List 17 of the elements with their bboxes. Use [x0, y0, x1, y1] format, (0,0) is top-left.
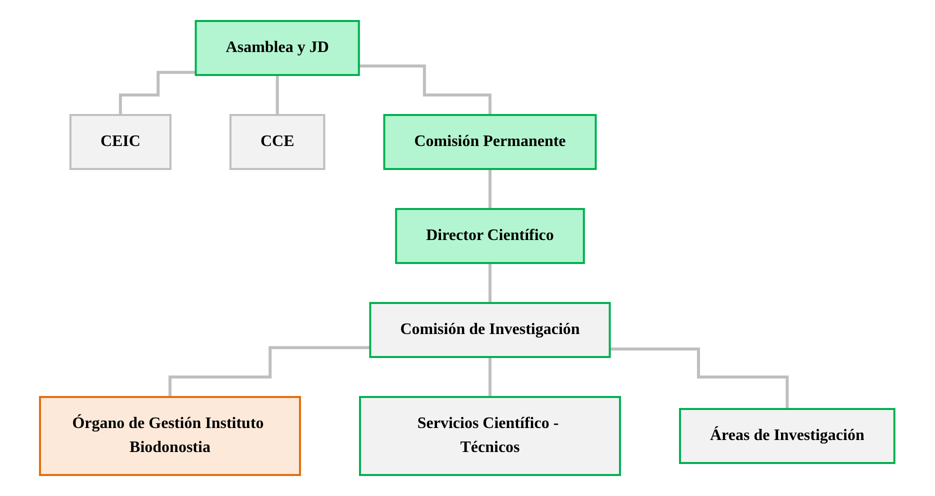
node-box: Comisión de Investigación [370, 302, 612, 358]
node-box: Comisión Permanente [384, 114, 598, 170]
node-box: CCE [230, 114, 326, 170]
connector [610, 347, 789, 410]
connector [359, 64, 492, 116]
node-box: Órgano de Gestión Instituto Biodonostia [39, 396, 302, 476]
connector [488, 262, 492, 304]
connector [119, 70, 196, 116]
node-box: Asamblea y JD [195, 20, 360, 76]
connector [168, 346, 371, 398]
node-box: CEIC [70, 114, 172, 170]
node-box: Director Científico [395, 208, 586, 264]
node-box: Servicios Científico - Técnicos [359, 396, 622, 476]
node-box: Áreas de Investigación [679, 408, 896, 464]
connector [276, 74, 280, 116]
connector [488, 168, 492, 210]
connector [488, 356, 492, 398]
